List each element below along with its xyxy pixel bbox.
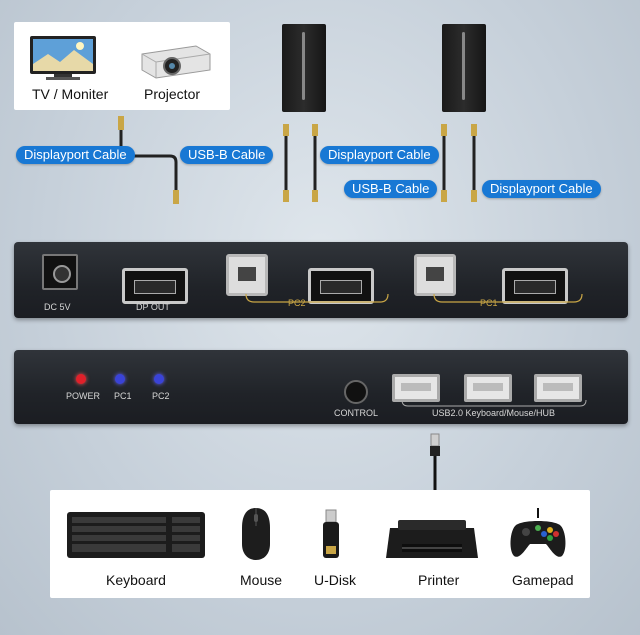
pc2-led-label: PC2: [152, 391, 170, 401]
dp-out-label: DP OUT: [136, 302, 170, 312]
pc2-label: PC2: [288, 298, 306, 308]
usb-hub-label: USB2.0 Keyboard/Mouse/HUB: [432, 408, 556, 418]
pc2-dp-port: [308, 268, 374, 304]
pc1-bracket: [433, 294, 583, 303]
kvm-back-panel: DC 5V DP OUT PC2 PC1: [14, 242, 628, 318]
usbb-cable-label-pc1: USB-B Cable: [344, 180, 438, 198]
usb-a-port-2: [464, 374, 512, 402]
pc1-tower-icon: [442, 24, 486, 112]
dp-cable-label-pc2: Displayport Cable: [320, 146, 439, 164]
projector-label: Projector: [144, 86, 201, 102]
monitor-label: TV / Moniter: [32, 86, 109, 102]
dp-cable-label-left: Displayport Cable: [16, 146, 135, 164]
dc-label: DC 5V: [44, 302, 71, 312]
output-devices-card: TV / Moniter Projector: [14, 22, 230, 110]
pc2-bracket: [245, 294, 389, 303]
usb-a-port-3: [534, 374, 582, 402]
pc2-usbb-port: [226, 254, 268, 296]
udisk-icon: [323, 509, 339, 558]
dp-cable-label-pc1: Displayport Cable: [482, 180, 601, 198]
keyboard-icon: [67, 512, 205, 558]
gamepad-icon: [510, 508, 566, 557]
usb-bracket: [401, 400, 587, 407]
cable-lines: [118, 116, 477, 204]
dp-out-port: [122, 268, 188, 304]
power-led-icon: [76, 374, 86, 384]
control-port: [344, 380, 368, 404]
pc1-led-label: PC1: [114, 391, 132, 401]
dc-power-port: [42, 254, 78, 290]
mouse-label: Mouse: [240, 572, 283, 588]
printer-label: Printer: [418, 572, 460, 588]
control-label: CONTROL: [334, 408, 379, 418]
gamepad-label: Gamepad: [512, 572, 574, 588]
usb-cable-down: [430, 433, 440, 494]
peripherals-card: Keyboard Mouse U-Disk Printer Gamepad: [50, 490, 590, 598]
udisk-label: U-Disk: [314, 572, 356, 588]
usbb-cable-label-pc2: USB-B Cable: [180, 146, 274, 164]
pc1-usbb-port: [414, 254, 456, 296]
usb-a-port-1: [392, 374, 440, 402]
projector-icon: [141, 45, 211, 79]
power-label: POWER: [66, 391, 101, 401]
pc1-led-icon: [115, 374, 125, 384]
pc1-label: PC1: [480, 298, 498, 308]
keyboard-label: Keyboard: [106, 572, 166, 588]
pc2-tower-icon: [282, 24, 326, 112]
printer-icon: [386, 520, 478, 558]
kvm-front-panel: POWER PC1 PC2 CONTROL USB2.0 Keyboard/Mo…: [14, 350, 628, 424]
mouse-icon: [242, 508, 270, 560]
tv-monitor-icon: [30, 36, 96, 80]
pc2-led-icon: [154, 374, 164, 384]
